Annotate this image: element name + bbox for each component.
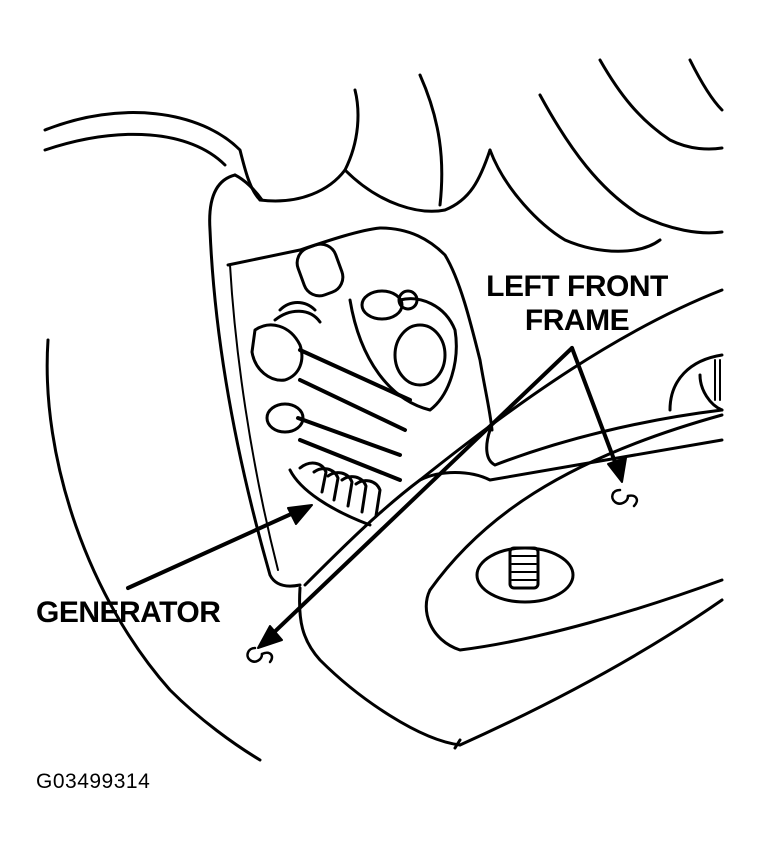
- left-front-frame-label: LEFT FRONT FRAME: [452, 270, 702, 338]
- figure-id: G03499314: [36, 770, 151, 793]
- body-contours: [43, 58, 724, 762]
- left-front-frame: [298, 288, 724, 750]
- generator-label: GENERATOR: [36, 596, 221, 629]
- wheel-well-opening: [208, 173, 494, 588]
- frame-label-line1: LEFT FRONT: [486, 270, 668, 303]
- generator-assembly: [250, 242, 458, 527]
- frame-label-line2: FRAME: [524, 304, 630, 337]
- leader-arrows: [126, 346, 627, 649]
- hook-markers: [246, 488, 639, 664]
